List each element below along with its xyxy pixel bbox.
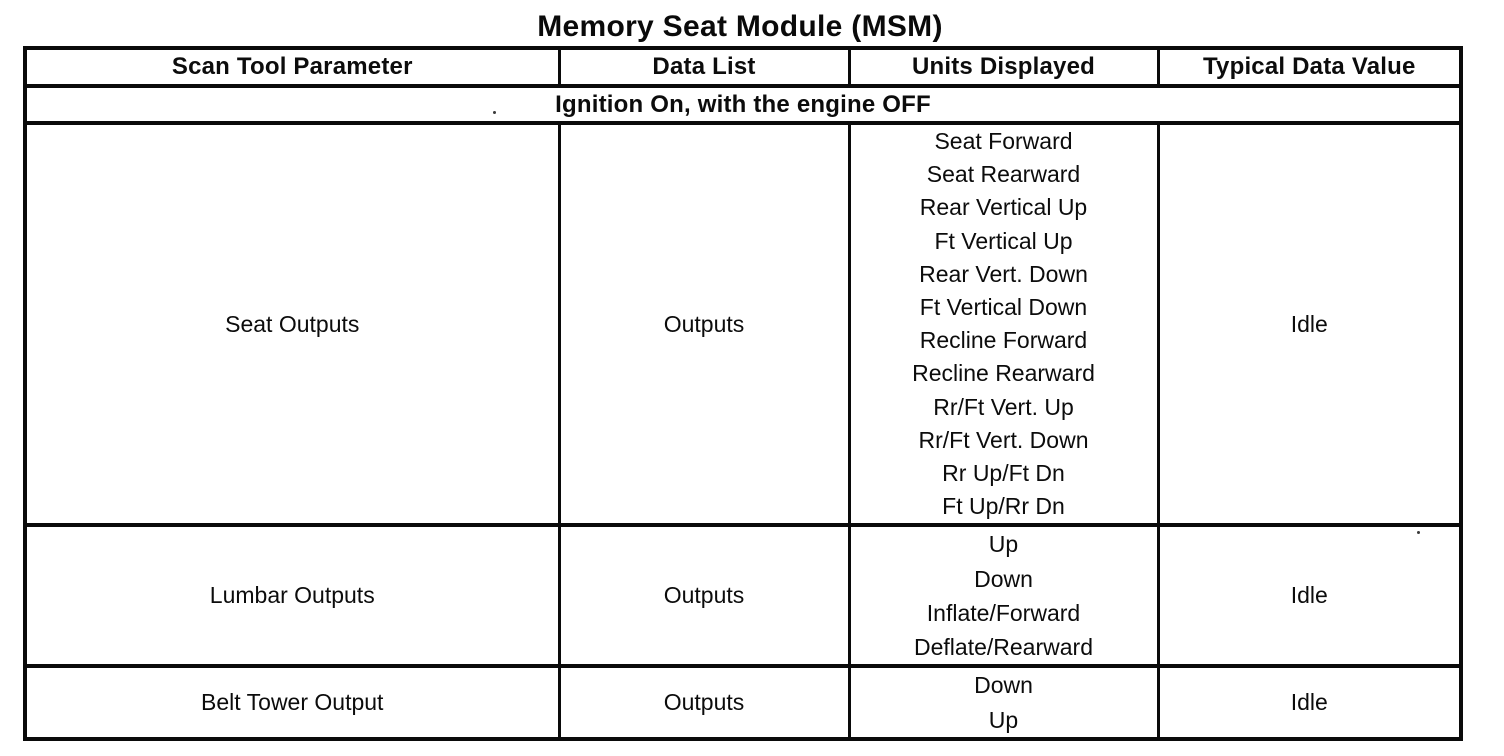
cell-parameter: Lumbar Outputs (23, 523, 561, 669)
unit-line: Rr Up/Ft Dn (942, 460, 1065, 487)
unit-line: Rear Vertical Up (919, 194, 1088, 221)
scan-artifact-speck (493, 111, 496, 114)
unit-line: Ft Vertical Up (934, 227, 1073, 254)
unit-line: Ft Up/Rr Dn (942, 493, 1065, 520)
scan-artifact-speck (1417, 531, 1420, 534)
unit-line: Up (988, 531, 1019, 558)
unit-line: Recline Forward (919, 327, 1088, 354)
unit-line: Recline Rearward (912, 360, 1095, 387)
unit-line: Down (974, 672, 1033, 699)
page-title: Memory Seat Module (MSM) (537, 10, 943, 43)
section-header-row: Ignition On, with the engine OFF (23, 84, 1463, 125)
unit-line: Deflate/Rearward (914, 634, 1093, 661)
cell-data-list: Outputs (557, 120, 851, 528)
col-header-scan-tool-parameter: Scan Tool Parameter (23, 46, 561, 88)
unit-line: Seat Forward (934, 128, 1073, 154)
col-header-data-list: Data List (557, 46, 851, 88)
unit-line: Ft Vertical Down (919, 294, 1088, 321)
unit-line: Rr/Ft Vert. Up (933, 393, 1074, 420)
col-header-typical-data-value: Typical Data Value (1156, 46, 1463, 88)
unit-line: Seat Rearward (926, 161, 1081, 188)
table-header-row: Scan Tool Parameter Data List Units Disp… (23, 46, 1463, 88)
col-header-units-displayed: Units Displayed (847, 46, 1160, 88)
cell-parameter: Belt Tower Output (23, 664, 561, 742)
unit-line: Up (988, 706, 1019, 733)
unit-line: Inflate/Forward (926, 599, 1081, 626)
cell-data-list: Outputs (557, 664, 851, 742)
unit-line: Rr/Ft Vert. Down (918, 426, 1089, 453)
unit-line: Rear Vert. Down (919, 260, 1088, 287)
msm-parameter-table: Scan Tool Parameter Data List Units Disp… (23, 46, 1463, 742)
cell-data-list: Outputs (557, 523, 851, 669)
cell-parameter: Seat Outputs (23, 120, 561, 528)
cell-typical-value: Idle (1156, 664, 1463, 742)
cell-typical-value: Idle (1156, 523, 1463, 669)
cell-typical-value: Idle (1156, 120, 1463, 528)
unit-line: Down (974, 565, 1033, 592)
section-header-label: Ignition On, with the engine OFF (23, 84, 1463, 125)
